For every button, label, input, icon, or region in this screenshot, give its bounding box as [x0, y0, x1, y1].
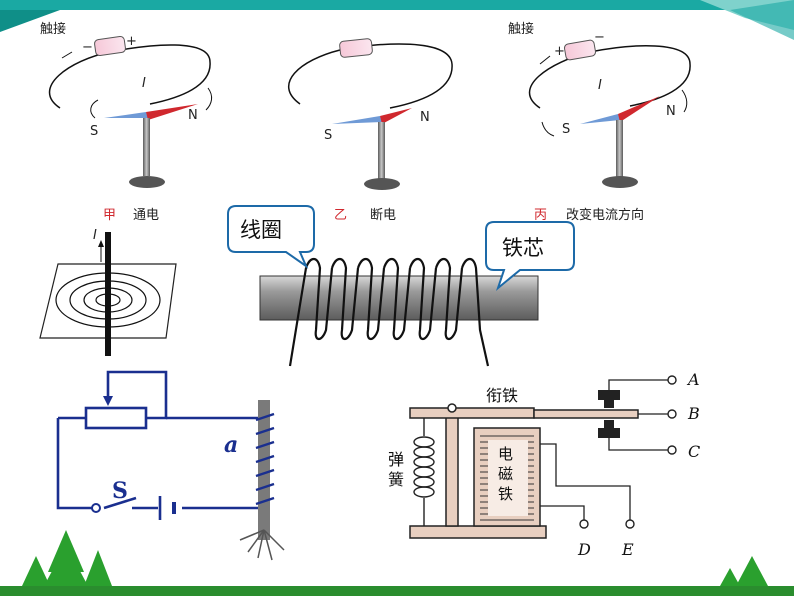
top-banner	[0, 0, 794, 40]
south-label: S	[562, 122, 571, 137]
needle-north	[380, 108, 412, 124]
stand	[378, 122, 385, 180]
slider-arrow-icon	[103, 396, 113, 406]
terminal-e-label: E	[622, 540, 634, 559]
field-diagram	[39, 232, 177, 356]
circuit-wire	[56, 370, 266, 510]
pins-cluster	[239, 529, 285, 561]
caption-letter: 乙	[334, 208, 348, 223]
switch	[91, 503, 101, 513]
core-callout	[485, 221, 575, 291]
setup-b	[287, 38, 453, 190]
south-label: S	[90, 124, 99, 139]
wire-current-label: I	[93, 228, 97, 243]
terminal-e	[625, 519, 635, 529]
terminal-d-label: D	[578, 540, 591, 559]
contacts	[598, 390, 620, 438]
touch-label: 触接	[40, 22, 67, 37]
caption-text: 改变电流方向	[566, 208, 645, 223]
touch-label: 触接	[508, 22, 535, 37]
terminal-c	[667, 445, 677, 455]
switch-label: S	[112, 478, 128, 504]
caption-letter: 丙	[534, 208, 548, 223]
minus-sign: −	[82, 40, 93, 55]
terminal-d	[579, 519, 589, 529]
stand	[616, 120, 623, 178]
core-letter-label: a	[224, 432, 239, 458]
needle-south	[580, 114, 620, 124]
electromagnet-label: 电磁铁	[498, 445, 514, 503]
bottom-banner	[0, 530, 794, 596]
iron-core	[258, 400, 270, 540]
straight-wire	[105, 232, 111, 356]
caption-letter: 甲	[103, 208, 117, 223]
plus-sign: +	[126, 34, 137, 49]
caption-text: 通电	[133, 208, 160, 223]
tree-icon	[22, 530, 112, 586]
north-label: N	[666, 104, 676, 119]
rheostat	[84, 406, 148, 430]
battery	[563, 39, 597, 61]
iron-core	[259, 275, 539, 321]
core-label: 铁芯	[502, 236, 544, 260]
terminal-c-label: C	[688, 442, 701, 461]
minus-sign: −	[594, 30, 605, 45]
terminal-b-label: B	[688, 404, 700, 423]
armature	[409, 407, 535, 419]
current-label: I	[598, 78, 602, 93]
terminal-b	[667, 409, 677, 419]
battery	[339, 38, 373, 58]
north-label: N	[188, 108, 198, 123]
south-label: S	[324, 128, 333, 143]
needle-north	[618, 96, 660, 122]
relay-wires	[540, 379, 668, 520]
setup-a	[48, 36, 213, 188]
coil-callout	[227, 205, 315, 269]
needle-north	[146, 104, 198, 120]
needle-south	[104, 112, 148, 118]
electromagnet-circuit	[56, 370, 285, 561]
coil-winding	[288, 257, 490, 367]
experiment-panel	[48, 36, 691, 190]
armature-label: 衔铁	[486, 386, 519, 405]
stand	[143, 118, 150, 176]
setup-c	[528, 39, 691, 188]
caption-text: 断电	[370, 208, 397, 223]
battery	[94, 36, 126, 56]
relay-diagram	[409, 375, 677, 539]
arrow-up-icon	[98, 240, 104, 247]
coil-winding	[255, 412, 275, 506]
needle-south	[332, 116, 382, 124]
plus-sign: +	[554, 44, 565, 59]
relay-base	[409, 525, 547, 539]
north-label: N	[420, 110, 430, 125]
terminal-a-label: A	[688, 370, 700, 389]
tree-icon	[720, 556, 768, 586]
spring	[413, 418, 435, 526]
spring-label: 弹簧	[388, 450, 405, 489]
coil-label: 线圈	[240, 218, 282, 242]
terminal-a	[667, 375, 677, 385]
coil-diagram	[227, 205, 575, 367]
current-label: I	[142, 76, 146, 91]
